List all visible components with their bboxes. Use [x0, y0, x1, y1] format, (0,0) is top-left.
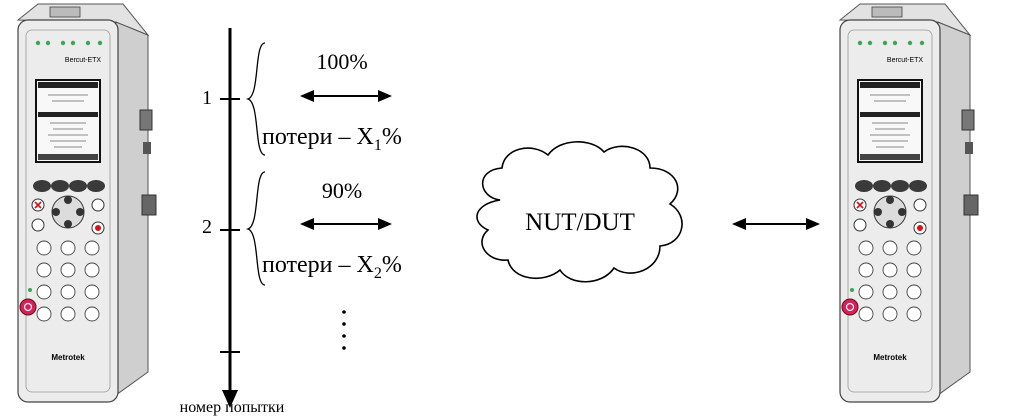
- attempt-brace: [245, 42, 266, 156]
- nut-dut-cloud: NUT/DUT: [476, 141, 683, 283]
- device-maker: Metrotek: [873, 353, 907, 362]
- axis-label: номер попытки: [180, 399, 285, 416]
- attempt-group-1: 1 100% потери – X1%: [202, 42, 402, 156]
- attempt-rate: 90%: [322, 178, 362, 203]
- continuation-dots: [342, 310, 346, 350]
- device-brand: Bercut-ETX: [65, 57, 102, 64]
- axis-arrowhead: [222, 390, 238, 408]
- attempt-group-2: 2 90% потери – X2%: [202, 171, 402, 286]
- right-tester-device: Bercut-ETX Metrotek: [839, 3, 979, 403]
- device-maker: Metrotek: [51, 353, 85, 362]
- attempt-axis: [220, 28, 240, 408]
- attempt-number: 1: [202, 87, 212, 109]
- attempt-number: 2: [202, 216, 212, 238]
- device-brand: Bercut-ETX: [887, 57, 924, 64]
- left-tester-device: Bercut-ETX Metrotek: [17, 3, 157, 403]
- attempt-brace: [245, 171, 266, 286]
- attempt-loss: потери – X1%: [262, 124, 402, 154]
- cloud-label: NUT/DUT: [525, 209, 635, 236]
- double-arrow: [300, 90, 392, 102]
- link-arrow: [732, 218, 820, 230]
- attempt-rate: 100%: [316, 49, 367, 74]
- double-arrow: [300, 218, 392, 230]
- attempt-loss: потери – X2%: [262, 252, 402, 282]
